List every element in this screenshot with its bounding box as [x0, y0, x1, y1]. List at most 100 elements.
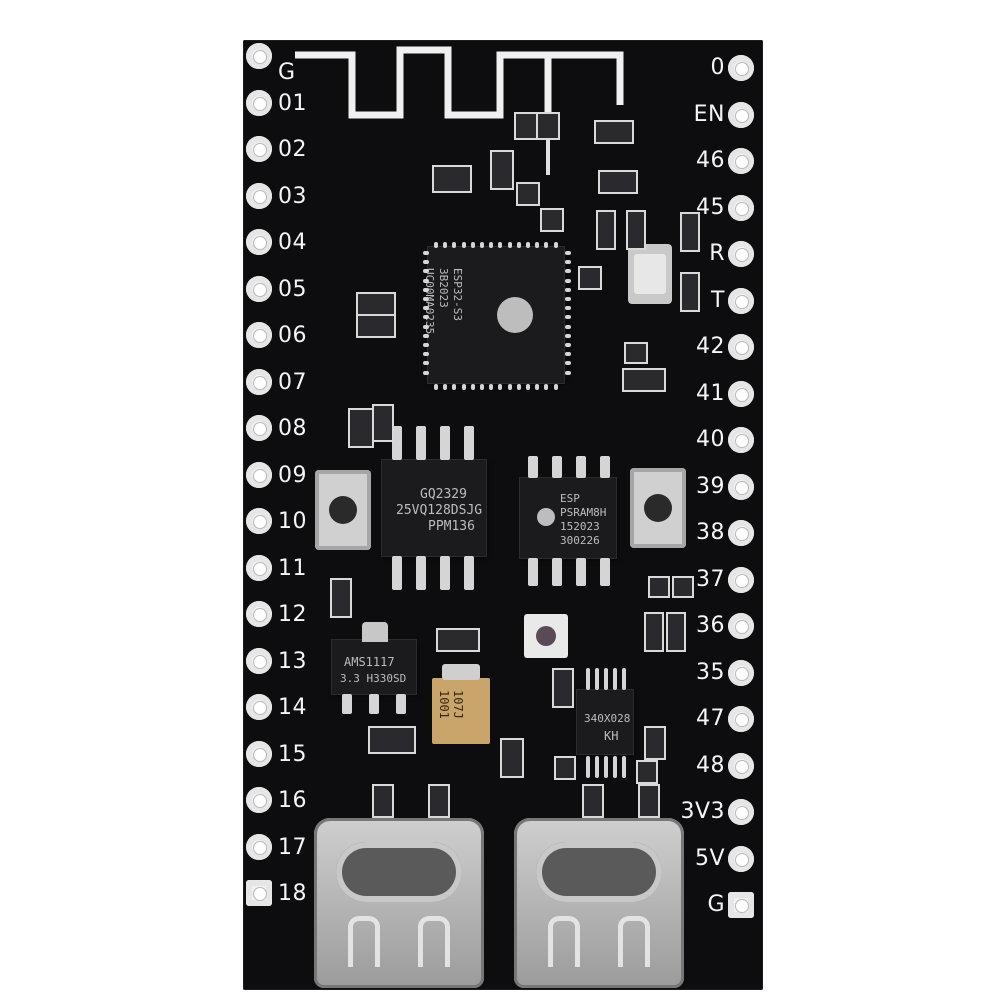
tantalum-capacitor: [432, 678, 490, 744]
header-pad-right: [728, 287, 754, 314]
smd-passive: [540, 208, 564, 232]
soic-pin: [464, 426, 474, 460]
psram-chip: [520, 478, 616, 558]
pin-label-left: G: [278, 60, 296, 85]
pin-label-right: 48: [696, 752, 725, 778]
psram-marking-2: PSRAM8H: [560, 506, 607, 519]
header-pad-left: [246, 880, 272, 906]
pin-label-left: 10: [278, 509, 307, 534]
mcu-pin: [423, 370, 429, 375]
soic-pin: [552, 456, 562, 478]
usb-bridge-marking-2: KH: [604, 729, 619, 743]
mcu-pin: [526, 384, 530, 390]
usb-bridge-pin: [595, 668, 599, 690]
regulator-tab: [362, 622, 388, 642]
usb-c-port-right-tab: [548, 916, 580, 967]
mcu-pin: [423, 324, 429, 329]
smd-passive: [500, 738, 524, 778]
boot-button[interactable]: [315, 470, 371, 550]
pin-label-right: R: [709, 241, 725, 266]
pin-label-right: 39: [696, 473, 725, 499]
header-pad-left: [246, 647, 272, 674]
header-pad-left: [246, 229, 272, 255]
smd-passive: [636, 760, 658, 784]
header-pad-right: [728, 659, 754, 686]
usb-c-port-right[interactable]: [514, 818, 684, 988]
crystal-window: [634, 254, 666, 294]
reset-button[interactable]: [630, 468, 686, 548]
header-pad-left: [246, 322, 272, 348]
mcu-pin: [443, 242, 448, 248]
smd-passive: [666, 612, 686, 652]
usb-c-port-left[interactable]: [314, 818, 484, 988]
usb-c-port-left-tab: [348, 916, 380, 967]
mcu-pin: [565, 333, 571, 338]
smd-passive: [356, 292, 396, 316]
mcu-pin: [565, 324, 571, 329]
smd-passive: [680, 272, 700, 312]
pin-label-left: 05: [278, 276, 307, 302]
mcu-pin: [423, 297, 429, 301]
usb-bridge-pin: [604, 668, 608, 690]
mcu-pin: [565, 315, 571, 320]
mcu-pin: [423, 343, 429, 347]
header-pad-left: [246, 508, 272, 534]
mcu-pin: [544, 384, 549, 390]
header-pad-left: [246, 89, 272, 116]
pin-label-right: 42: [696, 334, 725, 359]
smd-passive: [356, 314, 396, 338]
usb-bridge-pin: [622, 668, 626, 690]
tantalum-marking-2: 1001: [437, 690, 451, 719]
smd-passive: [330, 578, 352, 618]
mcu-pin: [565, 278, 571, 283]
reset-button-knob: [644, 494, 672, 522]
smd-passive: [648, 576, 670, 598]
usb-bridge-pin: [586, 756, 590, 778]
smd-passive: [622, 368, 666, 392]
header-pad-left: [246, 833, 272, 860]
flash-marking-1: GQ2329: [420, 487, 467, 502]
pin-label-left: 07: [278, 369, 307, 395]
mcu-pin: [489, 242, 494, 248]
pin-label-left: 14: [278, 695, 307, 720]
smd-passive: [554, 756, 576, 780]
smd-passive: [372, 784, 394, 818]
regulator-pin: [342, 694, 352, 714]
mcu-marking-1: ESP32-S3: [451, 268, 464, 321]
mcu-pin: [423, 361, 429, 366]
mcu-pin: [565, 352, 571, 357]
mcu-pin: [480, 242, 484, 248]
tantalum-marking-1: 107J: [451, 690, 465, 719]
soic-pin: [600, 558, 610, 586]
pin-label-left: 11: [278, 555, 307, 581]
smd-passive: [514, 112, 538, 140]
header-pad-left: [246, 136, 272, 162]
smd-passive: [552, 668, 574, 708]
mcu-pin: [498, 384, 503, 390]
header-pad-left: [246, 43, 272, 69]
psram-marking-1: ESP: [560, 492, 580, 505]
usb-c-port-right-opening: [536, 842, 662, 902]
flash-marking-3: PPM136: [428, 519, 475, 534]
mcu-pin: [565, 361, 571, 366]
header-pad-left: [246, 275, 272, 302]
mcu-pin: [535, 242, 540, 248]
usb-bridge-pin: [613, 668, 617, 690]
smd-passive: [594, 120, 634, 144]
smd-passive: [372, 404, 394, 442]
pin-label-right: 0: [710, 55, 725, 80]
mcu-pin: [452, 242, 457, 248]
usb-bridge-pin: [622, 756, 626, 778]
header-pad-right: [728, 520, 754, 546]
smd-passive: [436, 628, 480, 652]
smd-passive: [578, 266, 602, 290]
header-pad-right: [728, 892, 754, 918]
mcu-pin: [434, 384, 438, 390]
smd-passive: [596, 210, 616, 250]
smd-passive: [638, 784, 660, 818]
mcu-pin: [452, 384, 457, 390]
mcu-pin: [516, 384, 521, 390]
header-pad-right: [728, 148, 754, 174]
pin-label-right: 36: [696, 613, 725, 638]
mcu-pin: [470, 384, 475, 390]
